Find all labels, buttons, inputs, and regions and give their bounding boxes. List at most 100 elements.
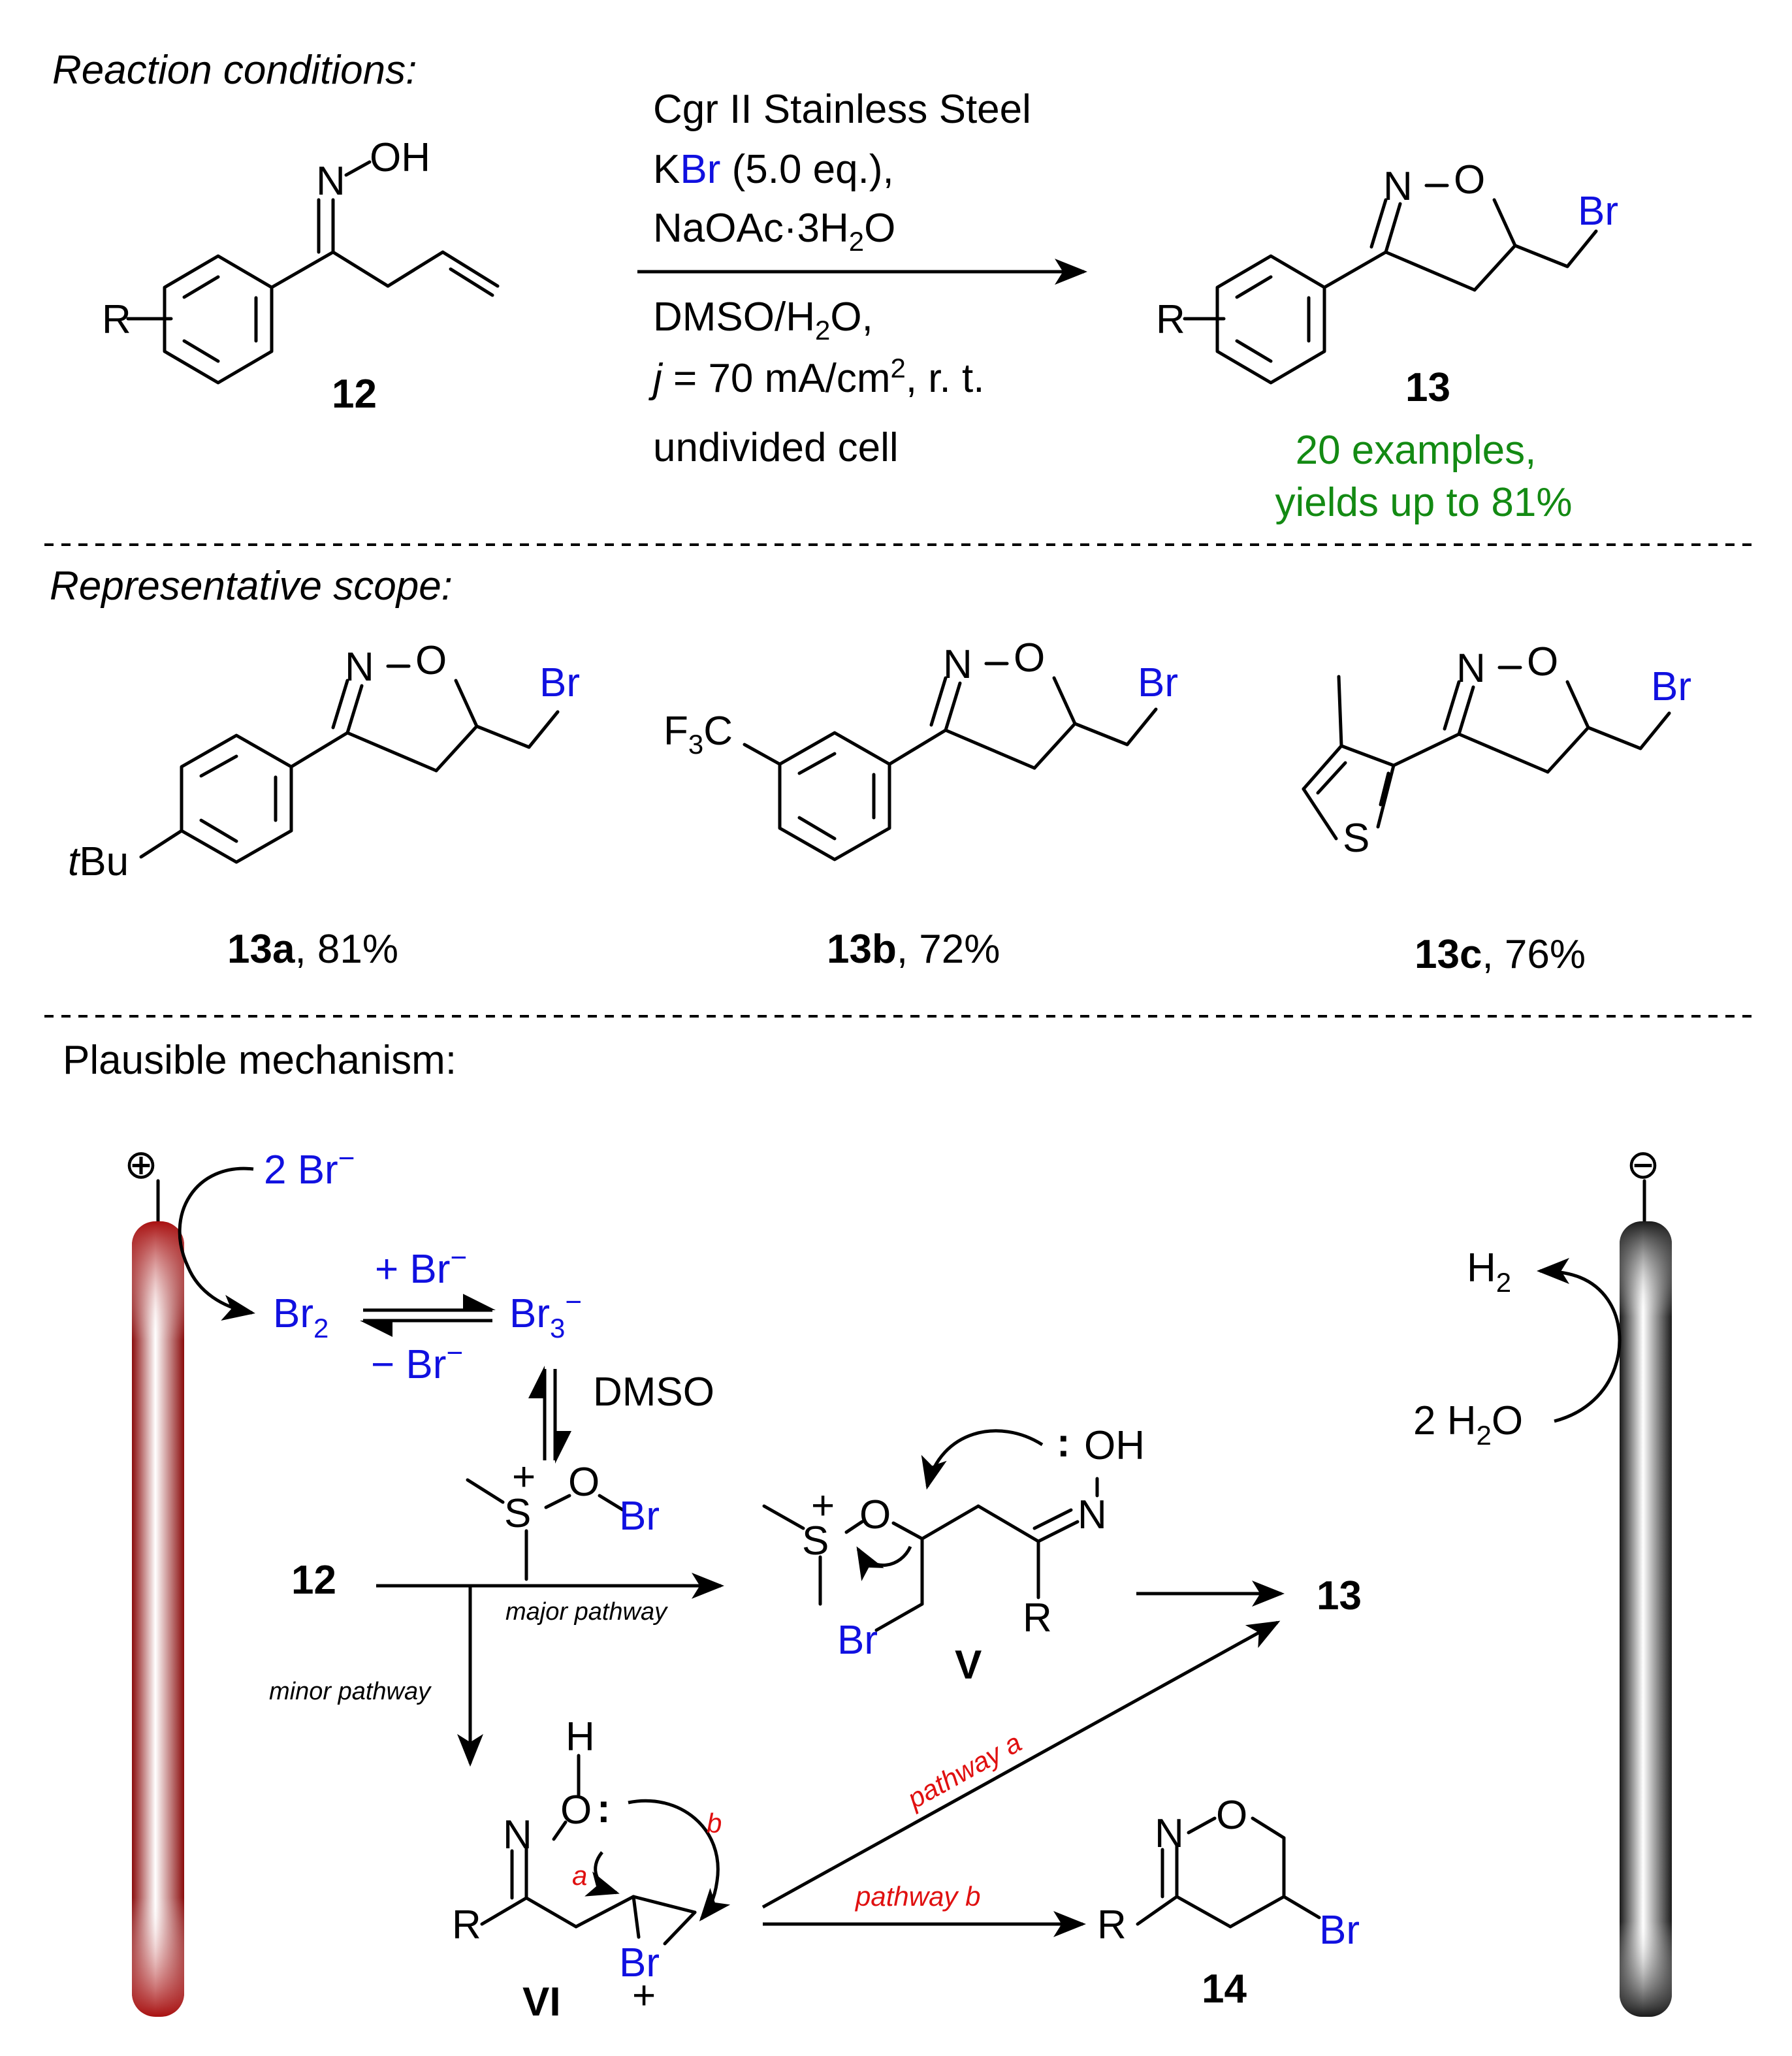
- 13b-Br: Br: [1138, 660, 1178, 705]
- minor-pathway-label: minor pathway: [269, 1678, 432, 1705]
- two-bromide: 2 Br−: [264, 1142, 355, 1193]
- h2-sub: 2: [1496, 1267, 1511, 1298]
- yields-max: yields up to 81%: [1275, 480, 1573, 525]
- tbu-t: t: [68, 839, 81, 884]
- product-13-structure: [1183, 184, 1598, 385]
- atom-OH: OH: [370, 135, 430, 180]
- current-rest: = 70 mA/cm: [662, 356, 891, 401]
- 13b-F3C: F3C: [664, 709, 733, 760]
- intermediate-v-label: V: [955, 1643, 982, 1688]
- scope-13a-caption: 13a, 81%: [227, 927, 398, 972]
- dmso-br-adduct: [466, 1478, 625, 1581]
- p14-N: N: [1155, 1811, 1184, 1856]
- 13a-O: O: [415, 638, 447, 683]
- reactant-12-label: 12: [332, 372, 377, 417]
- vi-arrow-a-label: a: [572, 1860, 587, 1891]
- water: 2 H2O: [1413, 1398, 1523, 1451]
- vi-arrow-b-label: b: [707, 1808, 722, 1839]
- vi-O: O: [560, 1788, 592, 1833]
- plus-br-text: + Br: [375, 1247, 450, 1292]
- cathode-electrode-shade: [1620, 1221, 1672, 2017]
- br3: Br3−: [509, 1286, 582, 1343]
- reactant-12-structure: [126, 160, 500, 385]
- scope-13b-yield: , 72%: [897, 927, 1000, 972]
- pathway-b-label: pathway b: [854, 1881, 980, 1912]
- v-lone-pair: :: [1057, 1421, 1070, 1466]
- scope-13a-structure: [139, 664, 560, 864]
- v-R: R: [1023, 1596, 1052, 1641]
- p14-R: R: [1097, 1903, 1127, 1948]
- naoac-o: O: [864, 206, 895, 251]
- adduct-S-plus: +: [512, 1454, 536, 1500]
- v-N: N: [1078, 1492, 1107, 1537]
- 13c-Br: Br: [1651, 664, 1691, 709]
- p13-Br: Br: [1578, 189, 1618, 234]
- reagent-steel: Cgr II Stainless Steel: [653, 87, 1031, 132]
- 13c-O: O: [1527, 639, 1558, 684]
- pathway-a-arrow: [761, 1620, 1281, 1909]
- p13-N: N: [1383, 164, 1413, 209]
- br3-charge: −: [565, 1286, 582, 1318]
- br2-sub: 2: [313, 1313, 328, 1343]
- intermediate-v-structure: [762, 1477, 1099, 1632]
- reagent-kbr: KBr (5.0 eq.),: [653, 147, 894, 192]
- 13c-N: N: [1456, 646, 1486, 691]
- product-14-label: 14: [1202, 1967, 1247, 2012]
- section-title-conditions: Reaction conditions:: [52, 48, 417, 93]
- current-j: j: [648, 356, 664, 401]
- f3c-f: F: [664, 709, 688, 754]
- anode-oxidation-arrow: [178, 1166, 255, 1321]
- two-br-charge: −: [338, 1142, 355, 1174]
- f3c-c: C: [703, 709, 733, 754]
- br2-text: Br: [273, 1291, 313, 1336]
- reagent-naoac: NaOAc·3H2O: [653, 206, 895, 257]
- scope-13c-id: 13c: [1415, 932, 1482, 977]
- vi-Br-plus: +: [632, 1973, 656, 2018]
- water-sub: 2: [1476, 1420, 1491, 1451]
- v-S: S: [802, 1518, 829, 1564]
- kbr-rest: (5.0 eq.),: [720, 147, 893, 192]
- scope-13c-yield: , 76%: [1482, 932, 1586, 977]
- water-o: O: [1492, 1398, 1523, 1443]
- atom-R: R: [102, 297, 131, 342]
- major-pathway-label: major pathway: [505, 1598, 668, 1626]
- br2: Br2: [273, 1291, 328, 1343]
- scope-13b-caption: 13b, 72%: [827, 927, 1000, 972]
- vi-H: H: [566, 1714, 595, 1759]
- scope-13c-structure: [1302, 666, 1671, 841]
- cell-type: undivided cell: [653, 425, 899, 470]
- v-O: O: [859, 1492, 891, 1537]
- solvent-dmso: DMSO/H: [653, 295, 815, 340]
- scope-13a-yield: , 81%: [295, 927, 398, 972]
- h2-text: H: [1467, 1245, 1496, 1291]
- current-sup: 2: [891, 353, 906, 383]
- product-14-structure: [1136, 1816, 1321, 1929]
- plus-br-charge: −: [450, 1242, 467, 1274]
- intermediate-vi-structure: [480, 1754, 697, 1946]
- section-title-mechanism: Plausible mechanism:: [63, 1038, 456, 1083]
- adduct-Br: Br: [619, 1494, 660, 1539]
- cathode-reduction-arrow: [1537, 1258, 1622, 1423]
- tbu-rest: Bu: [79, 839, 129, 884]
- minus-br: − Br−: [371, 1337, 463, 1387]
- product-13-label: 13: [1405, 365, 1450, 410]
- vi-Br: Br: [619, 1940, 660, 1985]
- current-density: j = 70 mA/cm2, r. t.: [648, 353, 984, 401]
- solvent: DMSO/H2O,: [653, 295, 873, 345]
- plus-br: + Br−: [375, 1242, 467, 1292]
- water-text: 2 H: [1413, 1398, 1476, 1443]
- intermediate-vi-label: VI: [522, 1980, 561, 2025]
- v-S-plus: +: [811, 1483, 835, 1528]
- p13-O: O: [1454, 157, 1485, 202]
- 13b-N: N: [943, 642, 972, 687]
- vi-arrow-b: [628, 1799, 731, 1921]
- anode-electrode-shade: [132, 1221, 184, 2017]
- scope-13a-id: 13a: [227, 927, 295, 972]
- v-OH: OH: [1084, 1423, 1145, 1468]
- 13c-S: S: [1343, 816, 1369, 861]
- dmso-label: DMSO: [593, 1370, 714, 1415]
- 13a-Br: Br: [539, 660, 580, 705]
- kbr-br: Br: [680, 147, 720, 192]
- br3-text: Br: [509, 1291, 550, 1336]
- section-title-scope: Representative scope:: [50, 564, 453, 609]
